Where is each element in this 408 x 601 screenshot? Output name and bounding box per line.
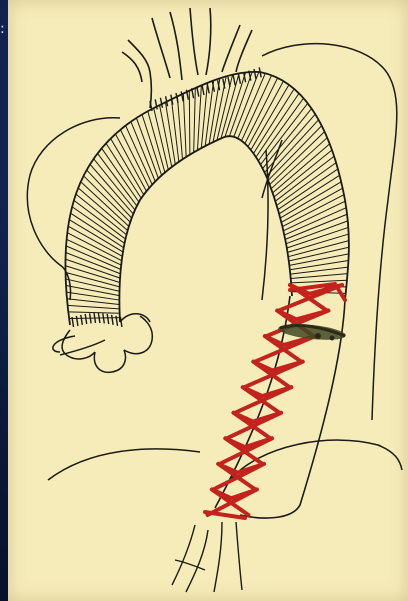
suture-stitch <box>197 87 199 97</box>
graft-rib <box>273 144 330 193</box>
suture-stitch <box>238 74 240 84</box>
graft-rib <box>177 96 182 159</box>
graft-rib <box>67 239 122 265</box>
suture-stitch <box>76 316 78 326</box>
suture-stitch <box>254 69 256 79</box>
graft-rib <box>291 274 348 279</box>
graft-rib <box>67 299 119 305</box>
suture-stitch <box>107 314 109 324</box>
suture-stitch <box>112 315 114 325</box>
graft-rib <box>234 72 259 137</box>
graft-crimp-ribs <box>65 72 349 319</box>
graft-rib <box>66 292 119 300</box>
graft-rib <box>282 195 344 227</box>
graft-rib <box>171 99 178 162</box>
root-suture-line <box>72 313 122 327</box>
graft-rib <box>189 91 190 155</box>
suture-stitch <box>207 83 209 93</box>
suture-stitch <box>81 315 83 325</box>
graft-rib <box>165 102 175 164</box>
graft-rib <box>265 114 316 172</box>
graft-rib <box>68 305 120 309</box>
graft-rib <box>66 286 119 296</box>
graft-rib <box>68 312 119 313</box>
stent-graft <box>205 284 345 518</box>
graft-rib <box>291 280 347 283</box>
graft-rib <box>289 254 348 266</box>
suture-stitch <box>103 313 105 323</box>
suture-stitch <box>228 77 230 87</box>
suture-stitch <box>85 314 87 324</box>
graft-rib <box>131 122 155 182</box>
graft-rib <box>260 103 307 164</box>
graft-rib <box>183 94 186 157</box>
suture-stitch <box>176 93 178 103</box>
graft-rib <box>285 214 347 239</box>
graft-rib <box>266 120 318 177</box>
suture-stitch <box>181 91 183 101</box>
graft-rib <box>142 114 162 175</box>
suture-stitch <box>202 85 204 95</box>
suture-stitch <box>171 95 173 105</box>
graft-rib <box>275 156 334 201</box>
stent-strut <box>212 489 257 498</box>
suture-stitch <box>94 313 96 323</box>
graft-rib <box>286 221 348 244</box>
suture-stitch <box>160 98 162 108</box>
graft-rib <box>274 150 332 197</box>
distal-vessels <box>172 522 242 592</box>
suture-stitch <box>259 67 261 77</box>
suture-stitch <box>90 313 92 323</box>
graft-rib <box>287 227 348 248</box>
aortic-root <box>53 314 152 373</box>
suture-stitch <box>98 313 100 323</box>
suture-stitch <box>233 75 235 85</box>
graft-rib <box>66 246 121 269</box>
graft-rib <box>229 72 252 136</box>
suture-stitch <box>223 79 225 89</box>
